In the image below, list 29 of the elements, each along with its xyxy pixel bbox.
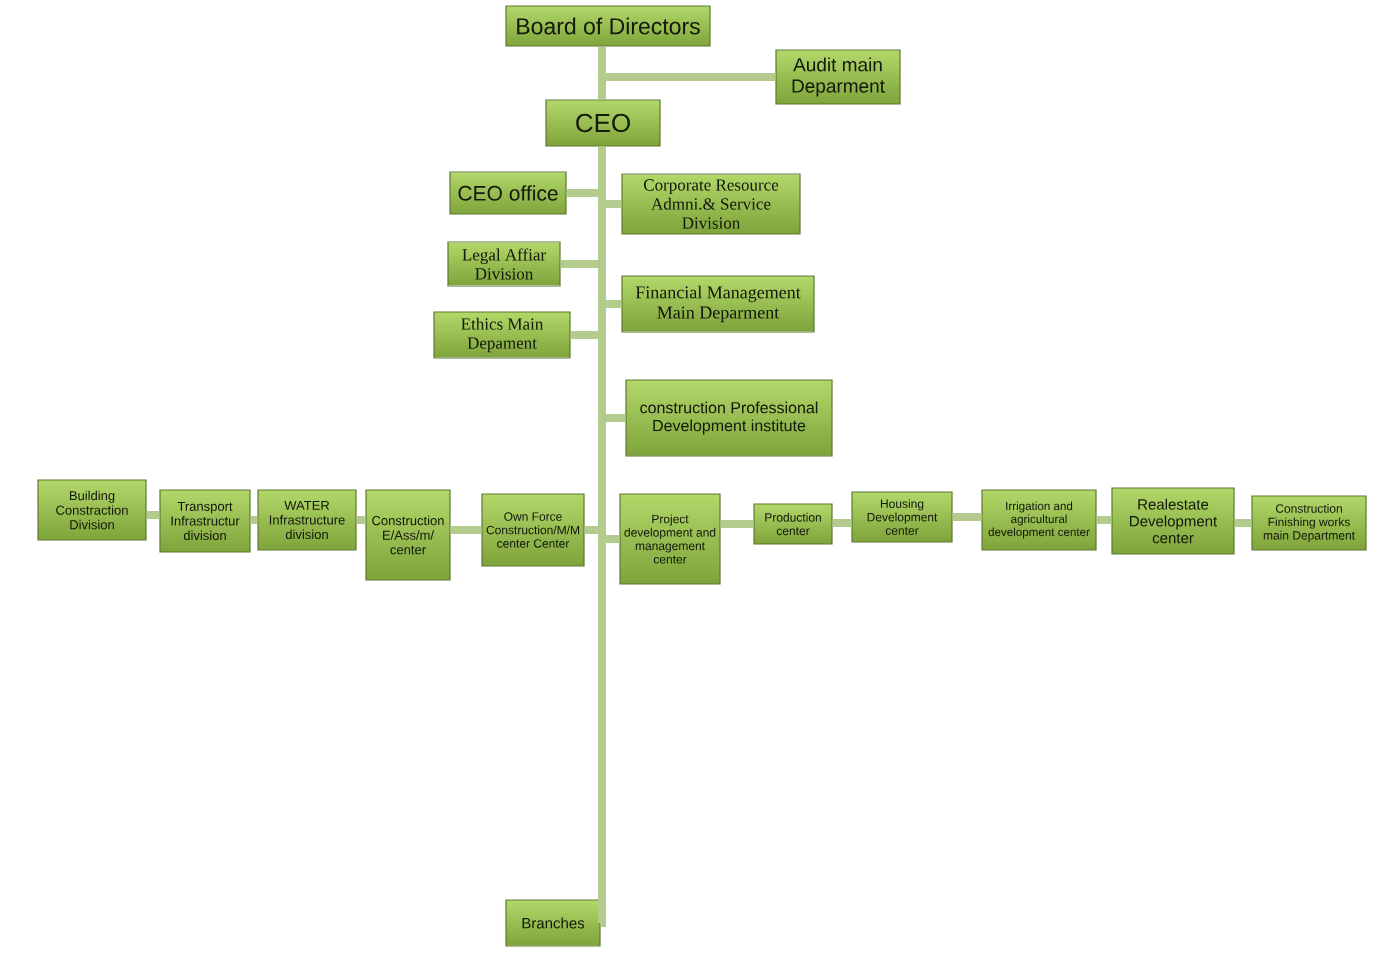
connector-line [560, 260, 602, 268]
connector-line [450, 526, 482, 534]
connector-line [952, 513, 982, 521]
connector-line [602, 73, 776, 81]
connector-line [570, 331, 602, 339]
connector-line [832, 519, 852, 527]
connector-line [602, 300, 622, 308]
connector-line [356, 516, 366, 524]
org-box: CEO [545, 99, 661, 147]
org-box: CEO office [449, 171, 567, 215]
connector-line [596, 146, 606, 927]
connector-line [720, 520, 754, 528]
org-box: construction Professional Development institute [625, 379, 833, 457]
connector-line [566, 189, 602, 197]
org-box: Financial Management Main Deparment [621, 275, 815, 333]
connector-line [602, 535, 620, 543]
org-box: Ethics Main Depament [433, 311, 571, 359]
org-box: Legal Affiar Division [447, 241, 561, 287]
org-box: Corporate Resource Admni.& Service Division [621, 173, 801, 235]
connector-line [146, 511, 160, 519]
connector-line [1234, 519, 1252, 527]
connector-line [1096, 516, 1112, 524]
connector-line [598, 46, 606, 100]
connector-line [250, 516, 258, 524]
org-box: Board of Directors [505, 5, 711, 47]
connector-line [602, 200, 622, 208]
connector-line [602, 414, 626, 422]
org-box: Audit main Deparment [775, 49, 901, 105]
connector-line [584, 526, 602, 534]
